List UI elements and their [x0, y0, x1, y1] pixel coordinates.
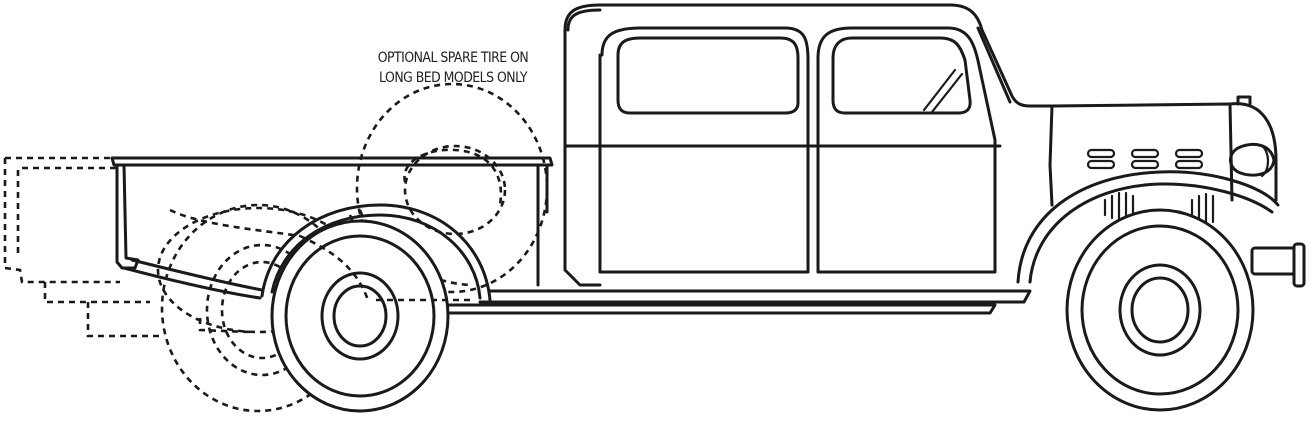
- spare-tire-annotation: OPTIONAL SPARE TIRE ON LONG BED MODELS O…: [354, 48, 552, 88]
- running-board: [378, 289, 1032, 315]
- long-bed-overlay: [169, 208, 470, 302]
- hood: [1048, 95, 1278, 207]
- front-bumper: [1250, 242, 1306, 288]
- rear-fender: [260, 203, 492, 302]
- rear-wheel: [270, 219, 450, 413]
- front-fender: [1016, 170, 1280, 284]
- annotation-line-2: LONG BED MODELS ONLY: [379, 70, 527, 86]
- cab: [563, 3, 1054, 287]
- fender-vents: [1103, 191, 1215, 226]
- hood-vents: [1086, 148, 1204, 170]
- long-bed-outline: [3, 156, 160, 338]
- headlight: [1229, 142, 1276, 178]
- pickup-bed: [110, 156, 554, 300]
- annotation-line-1: OPTIONAL SPARE TIRE ON: [377, 50, 529, 66]
- front-wheel: [1065, 208, 1255, 412]
